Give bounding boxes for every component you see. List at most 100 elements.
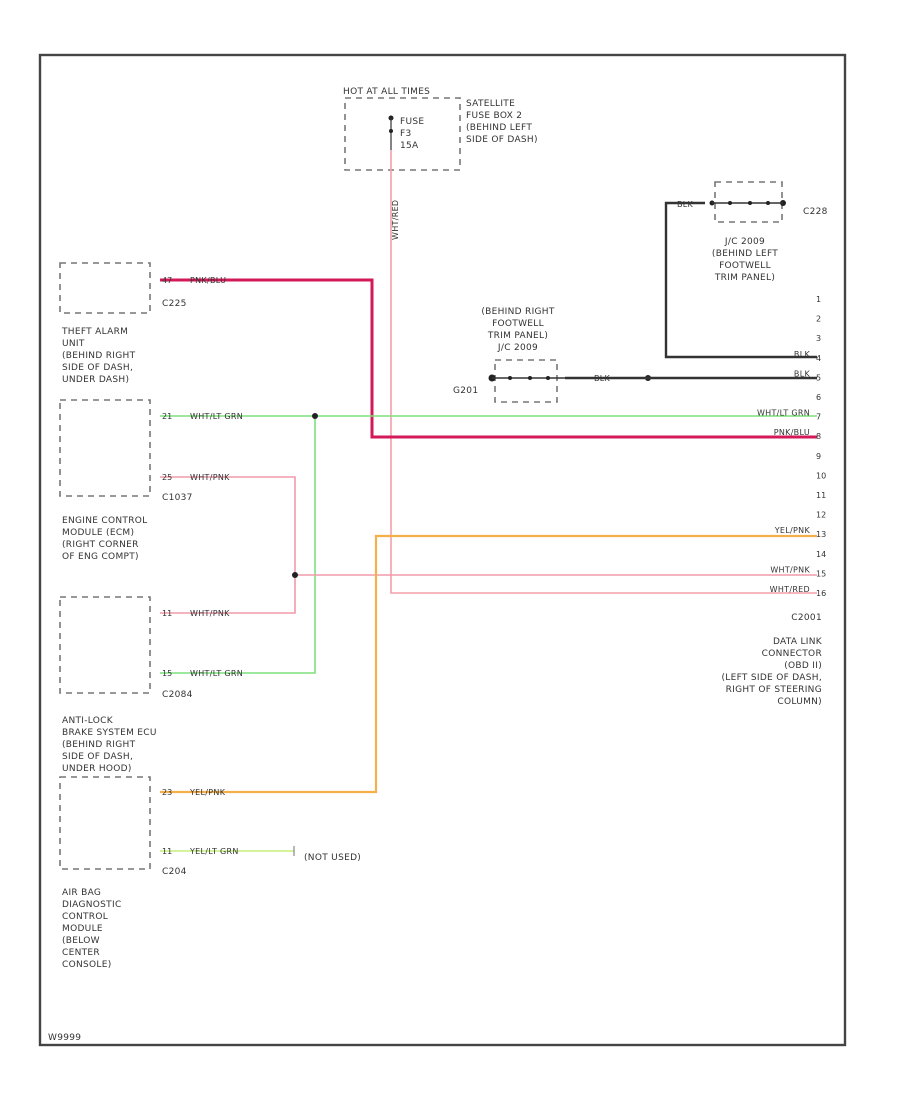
wire-blk-c228 bbox=[664, 201, 817, 359]
ground-top-connector: C228 bbox=[803, 207, 828, 217]
splice-wht-pnk bbox=[292, 572, 298, 578]
dlc-wire-label-4: BLK bbox=[794, 350, 811, 359]
diagram-code: W9999 bbox=[48, 1033, 81, 1043]
fuse-box: HOT AT ALL TIMES SATELLITE FUSE BOX 2 (B… bbox=[343, 87, 537, 171]
fuse-location-line-2: FUSE BOX 2 bbox=[466, 111, 522, 121]
ground-top-location-1: J/C 2009 bbox=[724, 237, 765, 247]
abs-pin-1: 11 bbox=[162, 609, 172, 618]
theft-alarm-unit: 47 PNK/BLU C225 THEFT ALARM UNIT (BEHIND… bbox=[59, 262, 226, 385]
abs-name-5: UNDER HOOD) bbox=[62, 764, 132, 774]
wire-wht-red bbox=[390, 150, 817, 594]
airbag-not-used: (NOT USED) bbox=[304, 853, 361, 863]
fuse-location-line-3: (BEHIND LEFT bbox=[466, 123, 532, 133]
airbag-pin-1: 23 bbox=[162, 788, 172, 797]
dlc-pin-3: 3 bbox=[816, 334, 821, 343]
theft-name-1: THEFT ALARM bbox=[61, 327, 128, 337]
ecm-wire-1: WHT/LT GRN bbox=[190, 412, 243, 421]
abs-name-4: SIDE OF DASH, bbox=[62, 752, 133, 762]
abs-wire-1: WHT/PNK bbox=[190, 609, 230, 618]
fuse-rating: 15A bbox=[400, 141, 419, 151]
theft-name-4: SIDE OF DASH, bbox=[62, 363, 133, 373]
airbag-connector: C204 bbox=[162, 867, 187, 877]
abs-name-1: ANTI-LOCK bbox=[62, 716, 114, 726]
dlc-pin-13: 13 bbox=[816, 530, 826, 539]
dlc-pin-16: 16 bbox=[816, 589, 826, 598]
dlc-name-6: COLUMN) bbox=[777, 697, 822, 707]
dlc-pin-14: 14 bbox=[816, 550, 826, 559]
ground-mid-location-2: FOOTWELL bbox=[492, 319, 544, 329]
airbag-name-4: MODULE bbox=[62, 924, 103, 934]
airbag-module: 23 YEL/PNK 11 YEL/LT GRN (NOT USED) C204… bbox=[59, 776, 361, 970]
ground-mid-location-3: TRIM PANEL) bbox=[487, 331, 548, 341]
theft-name-2: UNIT bbox=[62, 339, 85, 349]
dlc-name-1: DATA LINK bbox=[773, 637, 823, 647]
dlc-pin-8: 8 bbox=[816, 432, 821, 441]
ground-top-location-2: (BEHIND LEFT bbox=[712, 249, 778, 259]
abs-connector: C2084 bbox=[162, 690, 193, 700]
ecm-name-4: OF ENG COMPT) bbox=[62, 552, 139, 562]
dlc-name-5: RIGHT OF STEERING bbox=[726, 685, 822, 695]
diagram-frame bbox=[38, 53, 847, 1047]
wire-yel-pnk bbox=[160, 534, 817, 794]
dlc-wire-label-15: WHT/PNK bbox=[770, 565, 810, 574]
abs-pin-2: 15 bbox=[162, 669, 172, 678]
dlc-pin-5: 5 bbox=[816, 373, 821, 382]
dlc-wire-label-16: WHT/RED bbox=[770, 585, 810, 594]
ground-top-location-4: TRIM PANEL) bbox=[714, 273, 775, 283]
dlc-name-2: CONNECTOR bbox=[762, 649, 822, 659]
airbag-name-6: CENTER bbox=[62, 948, 100, 958]
abs-ecu: 11 WHT/PNK 15 WHT/LT GRN C2084 ANTI-LOCK… bbox=[59, 596, 243, 774]
airbag-name-2: DIAGNOSTIC bbox=[62, 900, 122, 910]
dlc-pin-12: 12 bbox=[816, 511, 826, 520]
airbag-pin-2: 11 bbox=[162, 847, 172, 856]
fuse-number: F3 bbox=[400, 129, 412, 139]
ground-junction-top: BLK C228 J/C 2009 (BEHIND LEFT FOOTWELL … bbox=[677, 181, 828, 283]
dlc-pin-2: 2 bbox=[816, 315, 821, 324]
abs-wire-2: WHT/LT GRN bbox=[190, 669, 243, 678]
theft-wire-label: PNK/BLU bbox=[190, 276, 226, 285]
ground-mid-connector: G201 bbox=[453, 386, 478, 396]
airbag-wire-2: YEL/LT GRN bbox=[189, 847, 239, 856]
engine-control-module: 21 WHT/LT GRN 25 WHT/PNK C1037 ENGINE CO… bbox=[59, 399, 243, 562]
dlc-wire-label-8: PNK/BLU bbox=[774, 428, 810, 437]
theft-name-5: UNDER DASH) bbox=[62, 375, 129, 385]
ecm-name-3: (RIGHT CORNER bbox=[62, 540, 139, 550]
dlc-wire-label-7: WHT/LT GRN bbox=[757, 409, 810, 418]
dlc-pin-10: 10 bbox=[816, 471, 826, 480]
dlc-pin-15: 15 bbox=[816, 569, 826, 578]
fuse-terminal-bottom bbox=[389, 129, 393, 133]
ecm-pin-1: 21 bbox=[162, 412, 172, 421]
airbag-name-7: CONSOLE) bbox=[62, 960, 112, 970]
dlc-pin-1: 1 bbox=[816, 295, 821, 304]
dlc-connector: C2001 bbox=[791, 613, 822, 623]
fuse-location-line-1: SATELLITE bbox=[466, 99, 515, 109]
wire-wht-lt-grn bbox=[160, 415, 817, 674]
dlc-name-4: (LEFT SIDE OF DASH, bbox=[721, 673, 822, 683]
dlc-pin-9: 9 bbox=[816, 452, 821, 461]
ecm-wire-2: WHT/PNK bbox=[190, 473, 230, 482]
theft-connector: C225 bbox=[162, 299, 187, 309]
airbag-name-5: (BELOW bbox=[62, 936, 100, 946]
ground-top-location-3: FOOTWELL bbox=[719, 261, 771, 271]
dlc-wire-label-13: YEL/PNK bbox=[774, 526, 811, 535]
dlc-pin-4: 4 bbox=[816, 354, 821, 363]
theft-name-3: (BEHIND RIGHT bbox=[62, 351, 136, 361]
wire-wht-pnk bbox=[160, 476, 817, 614]
ecm-pin-2: 25 bbox=[162, 473, 172, 482]
dlc-pin-11: 11 bbox=[816, 491, 826, 500]
ground-top-wire-label: BLK bbox=[677, 200, 694, 209]
fuse-hot-label: HOT AT ALL TIMES bbox=[343, 87, 430, 97]
dlc-pin-6: 6 bbox=[816, 393, 821, 402]
abs-name-3: (BEHIND RIGHT bbox=[62, 740, 136, 750]
airbag-wire-1: YEL/PNK bbox=[189, 788, 226, 797]
fuse-wire-label: WHT/RED bbox=[391, 200, 400, 240]
ground-mid-location-4: J/C 2009 bbox=[497, 343, 538, 353]
dlc-pin-7: 7 bbox=[816, 413, 821, 422]
dlc-name-3: (OBD II) bbox=[784, 661, 822, 671]
fuse-name: FUSE bbox=[400, 117, 424, 127]
airbag-name-1: AIR BAG bbox=[62, 888, 101, 898]
